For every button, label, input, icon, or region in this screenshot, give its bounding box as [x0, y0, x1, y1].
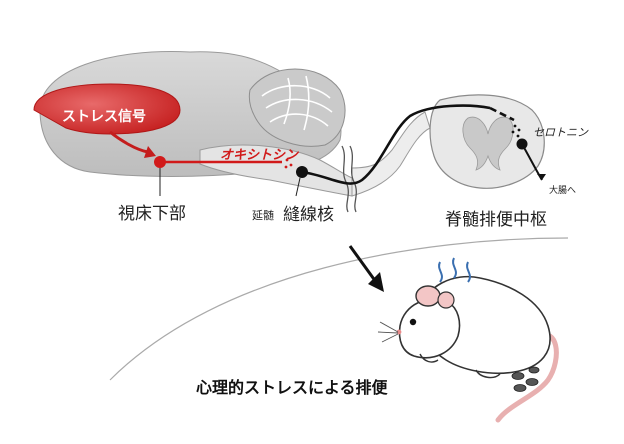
caption: 心理的ストレスによる排便 — [196, 378, 388, 397]
spinal-center-label: 脊髄排便中枢 — [445, 210, 547, 230]
serotonin-dots — [511, 124, 521, 138]
output-arrowhead — [537, 174, 546, 180]
down-arrow — [348, 245, 378, 283]
medulla-label: 延髄 — [252, 209, 274, 222]
large-intestine-label: 大腸へ — [549, 186, 577, 196]
mouse-front-paw — [419, 353, 439, 363]
stress-bubble — [33, 83, 181, 135]
serotonin-label: セロトニン — [533, 126, 588, 139]
mouse-whiskers — [377, 321, 399, 343]
mouse-ear-far — [437, 291, 455, 309]
hypothalamus-label: 視床下部 — [118, 204, 186, 224]
mouse-eye — [409, 318, 417, 326]
oxytocin-dots — [284, 158, 293, 169]
raphe-pointer — [295, 177, 301, 197]
mouse-droppings — [511, 366, 540, 392]
raphe-nucleus-label: 縫線核 — [283, 205, 334, 225]
raphe-neuron — [296, 166, 308, 178]
gray-matter — [462, 116, 514, 171]
down-arrowhead — [368, 272, 384, 292]
oxytocin-label: オキシトシン — [220, 148, 299, 163]
bubble-arrowhead — [144, 146, 156, 158]
raphe-projection-dashed — [489, 106, 515, 122]
stress-lines — [438, 257, 471, 283]
stress-signal-label: ストレス信号 — [62, 109, 146, 125]
raphe-projection — [301, 104, 491, 185]
mouse-illustration — [377, 257, 559, 423]
spinal-cord-tube — [351, 111, 431, 197]
mouse-ear — [415, 285, 441, 307]
separator-curve — [109, 237, 569, 381]
cerebellum-folds — [261, 75, 333, 131]
mouse-hind-paw — [475, 369, 501, 379]
brain-cerebellum — [248, 68, 346, 147]
bubble-arrow — [109, 130, 149, 154]
hypothalamus-neuron — [154, 156, 166, 168]
